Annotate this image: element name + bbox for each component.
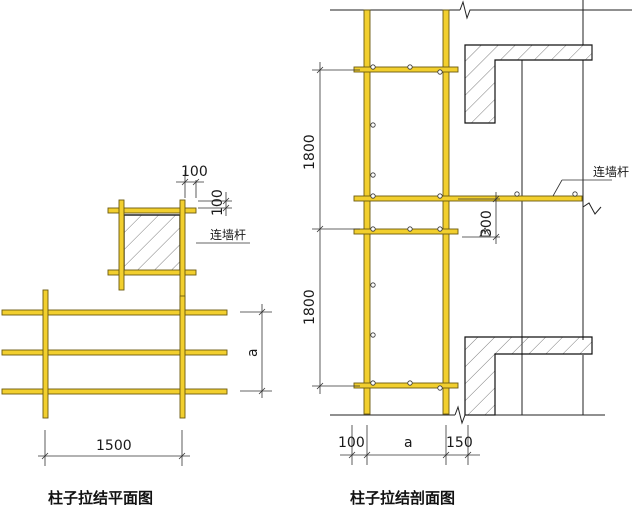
- section-dim-height: 1800 1800: [302, 62, 360, 394]
- svg-text:连墙杆: 连墙杆: [210, 227, 246, 242]
- section-bottom-break: [330, 405, 605, 425]
- plan-dim-100-top: 100: [176, 164, 208, 198]
- section-couplers: [370, 64, 578, 391]
- svg-text:100: 100: [181, 164, 208, 180]
- section-view: 1800 1800 300 连墙杆: [302, 0, 632, 507]
- section-upper-slab: [464, 44, 593, 124]
- plan-caption: 柱子拉结平面图: [48, 489, 153, 507]
- svg-text:100: 100: [338, 435, 365, 451]
- plan-dim-100-side: 100: [198, 189, 232, 216]
- svg-text:a: a: [404, 435, 413, 451]
- section-tie-label: 连墙杆: [552, 164, 629, 197]
- plan-dim-a: a: [240, 304, 272, 398]
- plan-ledger-1: [1, 309, 228, 316]
- plan-standard-right: [179, 295, 186, 419]
- svg-text:100: 100: [210, 189, 226, 216]
- section-ledger-3: [353, 382, 459, 389]
- plan-tie-label: 连墙杆: [196, 227, 250, 244]
- svg-text:1500: 1500: [96, 438, 132, 454]
- section-lower-slab: [464, 336, 593, 416]
- section-standard-left: [363, 9, 371, 415]
- plan-standard-left: [42, 289, 49, 419]
- section-standard-right: [442, 9, 450, 415]
- plan-clamp-left: [118, 199, 125, 291]
- section-ledger-2: [353, 228, 459, 235]
- svg-text:连墙杆: 连墙杆: [593, 164, 629, 179]
- plan-view: 100 100 连墙杆 a: [1, 164, 272, 507]
- svg-text:1800: 1800: [302, 134, 318, 170]
- plan-dim-1500: 1500: [38, 430, 190, 466]
- svg-text:a: a: [245, 348, 261, 357]
- plan-ledger-2: [1, 349, 228, 356]
- svg-text:1800: 1800: [302, 289, 318, 325]
- section-ledger-1: [353, 66, 459, 73]
- plan-clamp-top: [107, 207, 197, 214]
- plan-clamp-right: [179, 199, 186, 313]
- plan-clamp-bottom: [107, 269, 197, 276]
- svg-text:300: 300: [479, 210, 495, 237]
- section-top-break: [330, 0, 632, 20]
- section-caption: 柱子拉结剖面图: [350, 489, 455, 507]
- section-tie-bar: [353, 195, 583, 202]
- section-dim-bottom: 100 a 150: [338, 425, 480, 465]
- svg-text:150: 150: [446, 435, 473, 451]
- section-dim-300: 300: [458, 192, 500, 244]
- plan-ledger-3: [1, 388, 228, 395]
- plan-column: [123, 214, 181, 272]
